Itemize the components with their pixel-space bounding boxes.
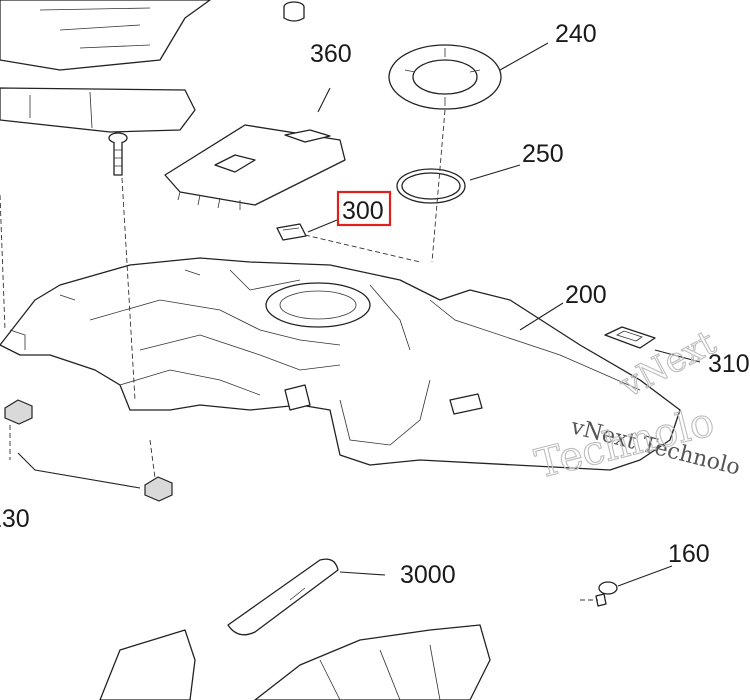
part-360-bracket	[164, 124, 346, 210]
part-310-gasket	[604, 326, 656, 349]
callout-360: 360	[310, 40, 352, 68]
part-250-oring	[396, 168, 466, 204]
part-130-nuts	[4, 399, 173, 502]
callout-310: 310	[708, 350, 750, 378]
leader-lines	[17, 42, 701, 587]
bolt-part	[108, 132, 128, 176]
callout-130: 130	[0, 505, 30, 533]
part-3000-decal	[227, 558, 339, 636]
callout-3000: 3000	[400, 561, 456, 589]
part-200-housing	[0, 257, 681, 471]
highlight-box-300	[336, 190, 392, 227]
small-cap-part	[283, 1, 305, 22]
callout-250: 250	[522, 140, 564, 168]
alignment-lines	[0, 109, 598, 601]
part-160-screw	[595, 581, 618, 607]
callout-240: 240	[555, 20, 597, 48]
top-left-bracket	[0, 0, 211, 133]
bottom-parts	[99, 624, 491, 700]
callout-160: 160	[668, 540, 710, 568]
callout-300: 300	[342, 197, 384, 225]
part-240-ring	[388, 44, 502, 110]
callout-200: 200	[565, 281, 607, 309]
part-300-clip	[276, 223, 307, 241]
